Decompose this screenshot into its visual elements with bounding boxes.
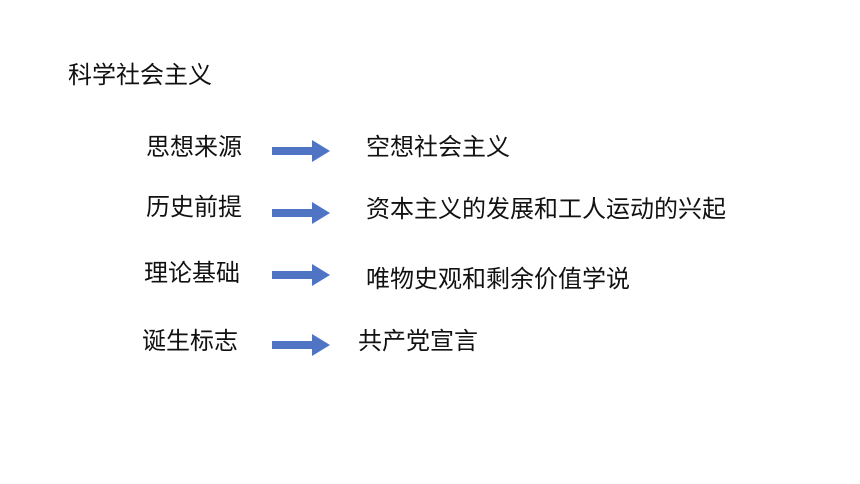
concept-row: 思想来源 空想社会主义	[0, 128, 860, 168]
concept-row: 诞生标志 共产党宣言	[0, 322, 860, 362]
right-arrow-icon	[272, 264, 330, 286]
row-label: 诞生标志	[142, 327, 238, 355]
right-arrow-icon	[272, 140, 330, 162]
right-arrow-icon	[272, 202, 330, 224]
row-value: 资本主义的发展和工人运动的兴起	[366, 195, 726, 223]
row-label: 思想来源	[146, 133, 242, 161]
row-value: 唯物史观和剩余价值学说	[366, 265, 630, 293]
row-label: 理论基础	[144, 259, 240, 287]
row-label: 历史前提	[146, 193, 242, 221]
slide-title: 科学社会主义	[68, 61, 212, 89]
right-arrow-icon	[272, 334, 330, 356]
concept-row: 历史前提 资本主义的发展和工人运动的兴起	[0, 190, 860, 230]
row-value: 空想社会主义	[366, 133, 510, 161]
row-value: 共产党宣言	[358, 327, 478, 355]
concept-row: 理论基础 唯物史观和剩余价值学说	[0, 256, 860, 296]
